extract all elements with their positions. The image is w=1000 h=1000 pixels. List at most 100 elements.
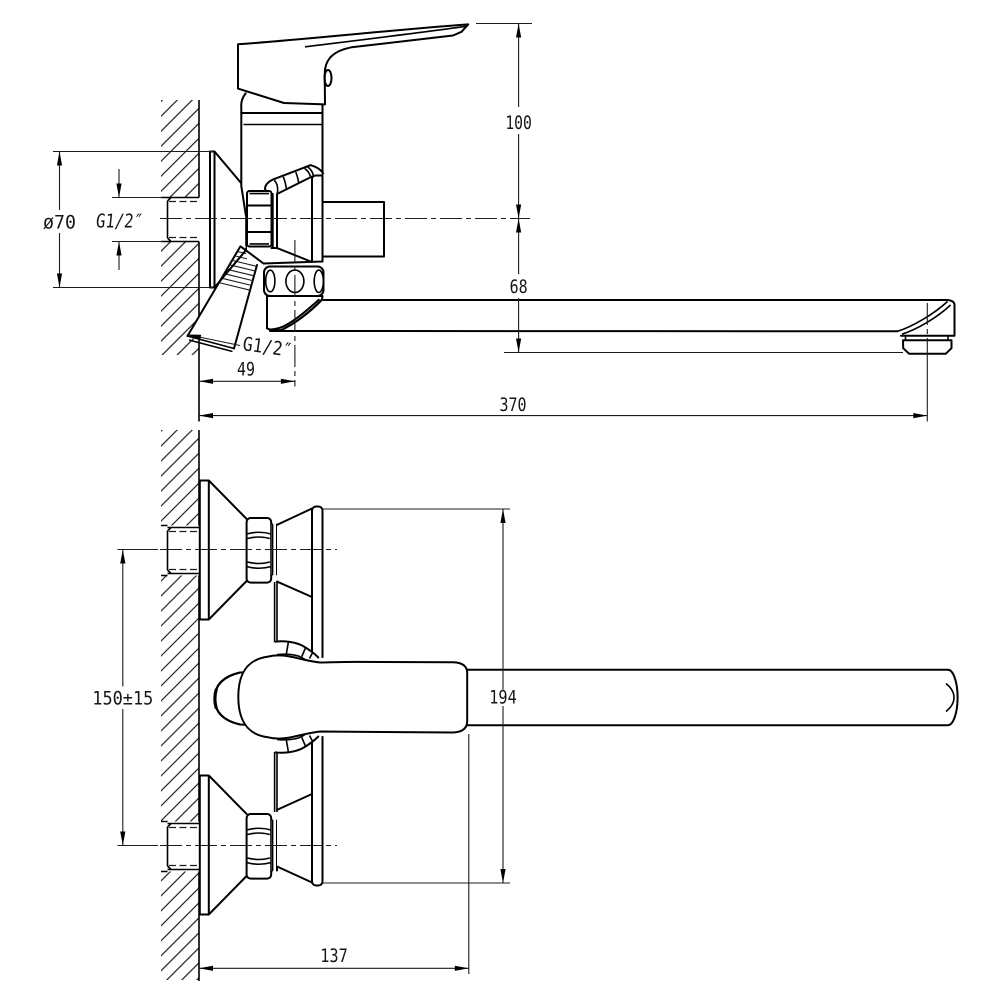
plan-cartridge-bell-path-4 xyxy=(277,641,314,661)
dimension-49-polygon-2 xyxy=(199,378,213,384)
side-body-cone-path-3 xyxy=(311,174,324,263)
plan-inlet-pipe-top-path-3 xyxy=(169,530,199,571)
plan-body-cone-top xyxy=(276,507,313,598)
plan-body-cone-bottom-path-2 xyxy=(276,793,313,884)
plan-body-cone-bottom xyxy=(276,793,313,884)
plan-inlet-pipe-bottom xyxy=(166,822,199,871)
dim-100-text: 100 xyxy=(505,112,532,134)
plan-centerlines xyxy=(160,548,337,847)
side-shower-pipe xyxy=(186,246,258,353)
dimension-194-polygon-3 xyxy=(500,509,506,523)
dimension-150-polygon-4 xyxy=(120,831,126,846)
diverter-opening-left xyxy=(264,269,276,293)
dimension-137-polygon-4 xyxy=(454,965,469,971)
side-shower-pipe-path-3 xyxy=(187,335,235,353)
side-view: 100 68 ø70 xyxy=(43,22,956,422)
dim-dia70-text: ø70 xyxy=(43,212,76,234)
side-body-cone xyxy=(276,174,324,263)
side-shower-pipe-path-2 xyxy=(186,246,258,350)
plan-dimensions: 150±15 194 137 xyxy=(92,508,517,974)
plan-inlet-pipe-bottom-path-3 xyxy=(169,826,199,867)
plan-cartridge-bell-path-6 xyxy=(277,733,314,753)
plan-body-cone-top-path-2 xyxy=(276,507,313,598)
dimension-370-polygon-3 xyxy=(913,413,928,419)
plan-body-waist-path-1 xyxy=(273,582,278,812)
dim-137-text: 137 xyxy=(320,945,348,967)
leader-shower-thread-polygon-2 xyxy=(187,334,202,340)
side-centerlines xyxy=(160,217,928,387)
dimension-49-polygon-3 xyxy=(280,378,295,384)
dim-370-text: 370 xyxy=(500,394,527,416)
dimension-68-polygon-3 xyxy=(516,218,522,233)
wall-hatch-upper xyxy=(161,100,199,198)
side-cartridge-dome-path-4 xyxy=(273,166,315,196)
plan-inlet-pipe-bottom-rect-1 xyxy=(167,823,199,870)
plan-body-waist xyxy=(273,582,278,812)
side-handle xyxy=(237,23,470,106)
plan-cartridge-bell xyxy=(274,640,324,754)
dim-49-text: 49 xyxy=(237,359,255,381)
dimension-194-path-1 xyxy=(322,508,510,884)
dimension-137: 137 xyxy=(199,734,470,974)
side-body-cone-path-1 xyxy=(277,176,312,262)
plan-hex-nut-top-path-2 xyxy=(246,531,272,570)
plan-spout-path-1 xyxy=(322,669,958,726)
plan-hex-nut-bottom xyxy=(245,813,273,880)
dimension-dia70-path-1 xyxy=(53,150,213,289)
plan-cartridge-bell-path-5 xyxy=(274,735,320,754)
side-cartridge-dome-path-3 xyxy=(309,164,325,175)
diverter-opening-right xyxy=(313,269,325,294)
side-body-path-2 xyxy=(240,92,247,216)
handle-screw-cover xyxy=(323,69,333,87)
dimension-dia70-polygon-3 xyxy=(56,151,63,166)
side-spout-boss xyxy=(321,201,385,258)
dimension-150-polygon-3 xyxy=(120,549,126,564)
dimension-dia70: ø70 xyxy=(43,150,213,289)
dimension-100-polygon-4 xyxy=(516,204,522,219)
dimension-194: 194 xyxy=(322,508,517,884)
side-collar xyxy=(270,193,278,249)
side-dimensions: 100 68 ø70 xyxy=(43,22,928,422)
side-collar-path-2 xyxy=(270,193,278,249)
side-wall-section xyxy=(161,100,199,355)
dimension-inlet-thread: G1/2″ xyxy=(95,169,163,270)
plan-inlet-pipe-top-path-2 xyxy=(166,526,199,575)
dimension-68-polygon-4 xyxy=(516,338,522,353)
dimension-370-path-1 xyxy=(199,360,928,422)
side-wall-face-path-2 xyxy=(161,196,168,243)
side-handle-path-1 xyxy=(237,23,470,106)
dim-68-text: 68 xyxy=(510,276,528,298)
dim-150-text: 150±15 xyxy=(92,688,153,710)
side-inlet-pipe-path-3 xyxy=(169,200,199,239)
dimension-inlet-thread-polygon-4 xyxy=(116,241,122,256)
plan-spout-path-3 xyxy=(945,682,955,713)
plan-inlet-pipe-top-rect-1 xyxy=(167,527,199,574)
shower-pipe-thread xyxy=(218,250,257,291)
side-bottom-cap-path-2 xyxy=(266,295,323,332)
side-spout-path-1 xyxy=(322,300,955,336)
dim-194-text: 194 xyxy=(489,687,517,709)
side-body-path-3 xyxy=(239,103,324,265)
plan-handle-path-1 xyxy=(237,654,469,740)
plan-wall-hatch xyxy=(161,430,199,980)
dimension-49: 49 xyxy=(199,359,295,384)
plan-handle xyxy=(213,654,469,740)
dim-inlet-thread-text: G1/2″ xyxy=(95,211,144,233)
side-diverter xyxy=(263,265,325,297)
plan-view: 150±15 194 137 xyxy=(92,430,959,981)
plan-hex-nut-bottom-rect-1 xyxy=(245,813,273,880)
plan-handle-knob-shade xyxy=(213,688,218,710)
side-handle-path-2 xyxy=(304,25,467,48)
dimension-inlet-thread-polygon-3 xyxy=(116,183,122,198)
side-aerator-path-2 xyxy=(904,335,949,341)
side-collar-rect-1 xyxy=(271,194,277,248)
plan-spout xyxy=(321,668,959,727)
dimension-150: 150±15 xyxy=(92,548,158,847)
dimension-dia70-polygon-4 xyxy=(56,273,63,288)
dimension-137-polygon-3 xyxy=(199,965,213,971)
plan-hex-nut-top-rect-1 xyxy=(245,517,273,584)
plan-hex-nut-top xyxy=(245,517,273,584)
side-inlet-pipe xyxy=(166,196,199,243)
side-spout xyxy=(269,299,956,337)
